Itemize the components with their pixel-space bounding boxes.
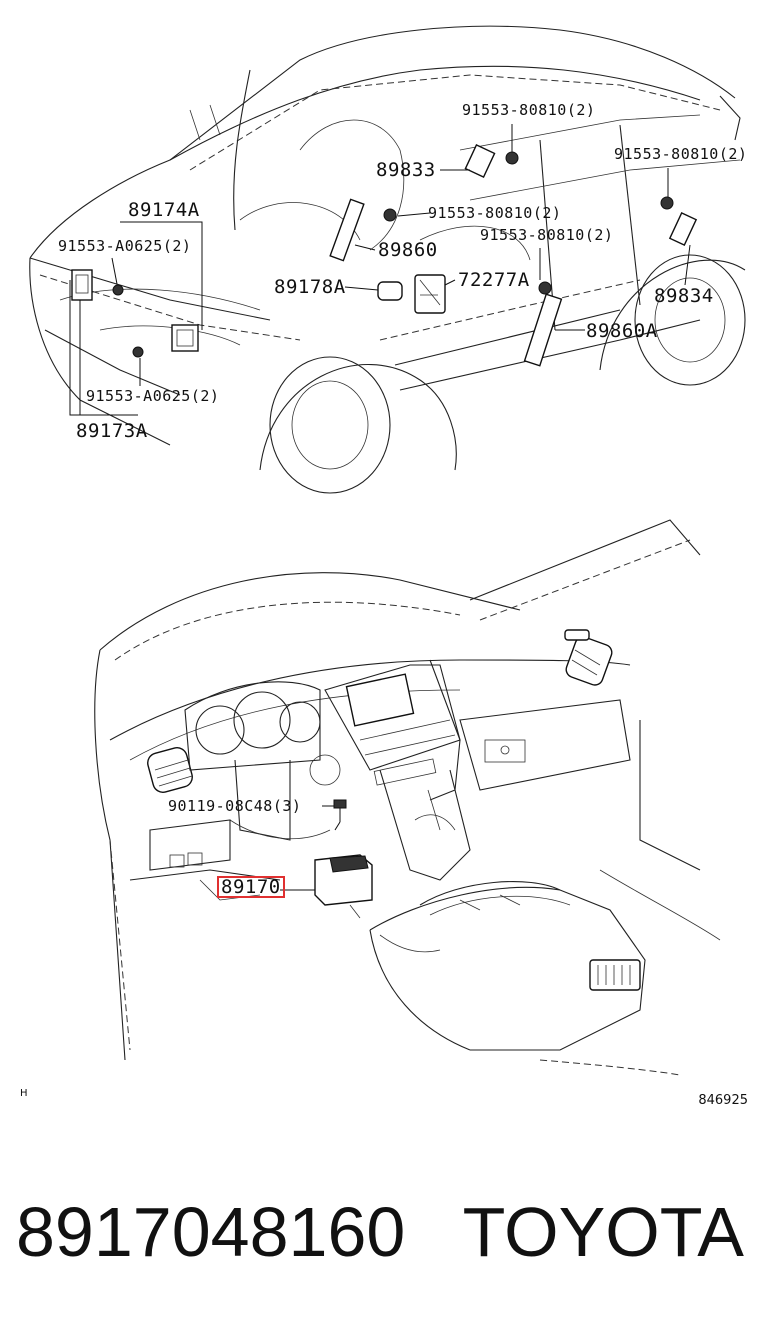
part-label-91553-80810[interactable]: 91553-80810(2) (480, 226, 614, 244)
footer: 8917048160 TOYOTA (0, 1190, 760, 1280)
part-label-91553-80810[interactable]: 91553-80810(2) (428, 204, 562, 222)
part-label-89860[interactable]: 89860 (378, 239, 438, 261)
part-label-89170-highlighted[interactable]: 89170 (217, 876, 285, 898)
part-label-89174a[interactable]: 89174A (128, 199, 200, 221)
bottom-leader-lines (280, 805, 341, 891)
brand-name: TOYOTA (462, 1193, 744, 1271)
figure-number: 846925 (698, 1093, 748, 1108)
top-parts (71, 144, 698, 367)
part-label-72277a[interactable]: 72277A (458, 269, 530, 291)
part-label-89173a[interactable]: 89173A (76, 420, 148, 442)
part-label-91553-80810[interactable]: 91553-80810(2) (614, 145, 748, 163)
top-leader-lines (69, 124, 691, 416)
part-label-89178a[interactable]: 89178A (274, 276, 346, 298)
part-label-91553-a0625[interactable]: 91553-A0625(2) (86, 387, 220, 405)
part-label-91553-a0625[interactable]: 91553-A0625(2) (58, 237, 192, 255)
part-label-89834[interactable]: 89834 (654, 285, 714, 307)
part-number: 8917048160 (16, 1193, 406, 1271)
dashboard-interior-view (94, 519, 721, 1076)
part-label-91553-80810[interactable]: 91553-80810(2) (462, 101, 596, 119)
part-label-90119-08c48[interactable]: 90119-08C48(3) (168, 797, 302, 815)
part-label-89833[interactable]: 89833 (376, 159, 436, 181)
bottom-parts (314, 799, 373, 919)
part-label-89860a[interactable]: 89860A (586, 320, 658, 342)
diagram-marker: H (20, 1088, 28, 1099)
